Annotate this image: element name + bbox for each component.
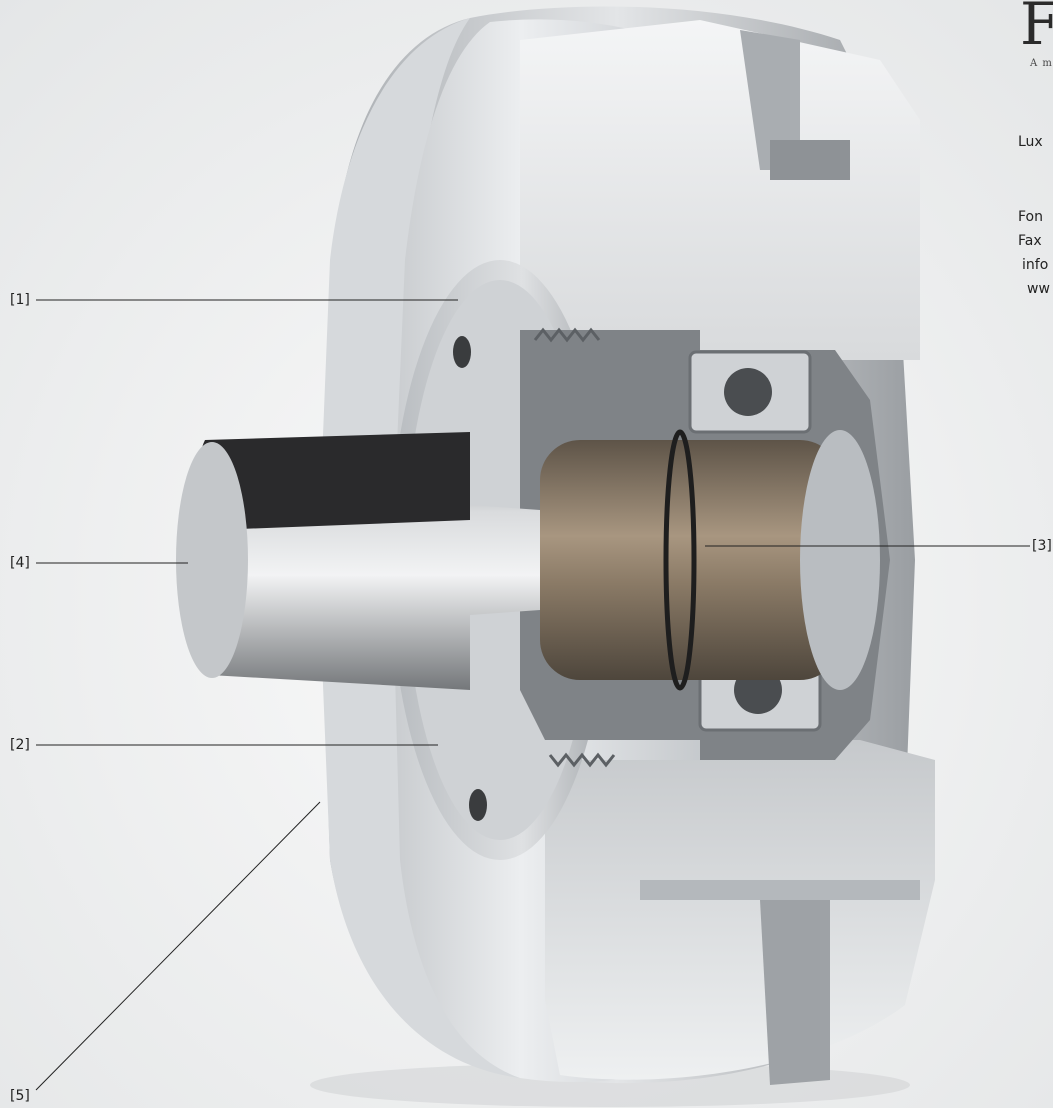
- thread-top: [533, 327, 601, 343]
- roller-cylinder: [540, 440, 840, 680]
- callout-3: [3]: [1032, 538, 1052, 554]
- brand-logo: F: [1020, 0, 1053, 58]
- callout-2: [2]: [10, 737, 30, 753]
- leader-lines: [35, 299, 1030, 1091]
- brand-tagline: A m: [1030, 58, 1053, 69]
- callout-4: [4]: [10, 555, 30, 571]
- callout-5: [5]: [10, 1088, 30, 1104]
- contact-email[interactable]: info: [1022, 257, 1049, 273]
- leader-line-5: [35, 801, 321, 1091]
- contact-website[interactable]: ww: [1027, 281, 1050, 297]
- seal-ring: [663, 429, 697, 691]
- floor-shadow: [310, 1063, 910, 1107]
- groove-bottom-slot: [640, 880, 920, 900]
- contact-fax: Fax: [1018, 233, 1042, 249]
- contact-city: Lux: [1018, 134, 1043, 150]
- groove-bottom: [760, 900, 830, 1085]
- callout-1: [1]: [10, 292, 30, 308]
- end-cap: [800, 430, 880, 690]
- groove-top: [740, 30, 800, 170]
- thread-bottom: [548, 752, 616, 768]
- housing-section-bottom: [545, 740, 935, 1080]
- groove-top-slot: [770, 140, 850, 180]
- screw-hole-bottom: [469, 789, 487, 821]
- shaft-flat: [198, 432, 470, 530]
- bearing-ball-top: [724, 368, 772, 416]
- housing-section-top: [520, 20, 920, 360]
- contact-phone: Fon: [1018, 209, 1043, 225]
- shaft-end-face: [176, 442, 248, 678]
- flange-edge: [318, 18, 520, 1078]
- screw-hole-top: [453, 336, 471, 368]
